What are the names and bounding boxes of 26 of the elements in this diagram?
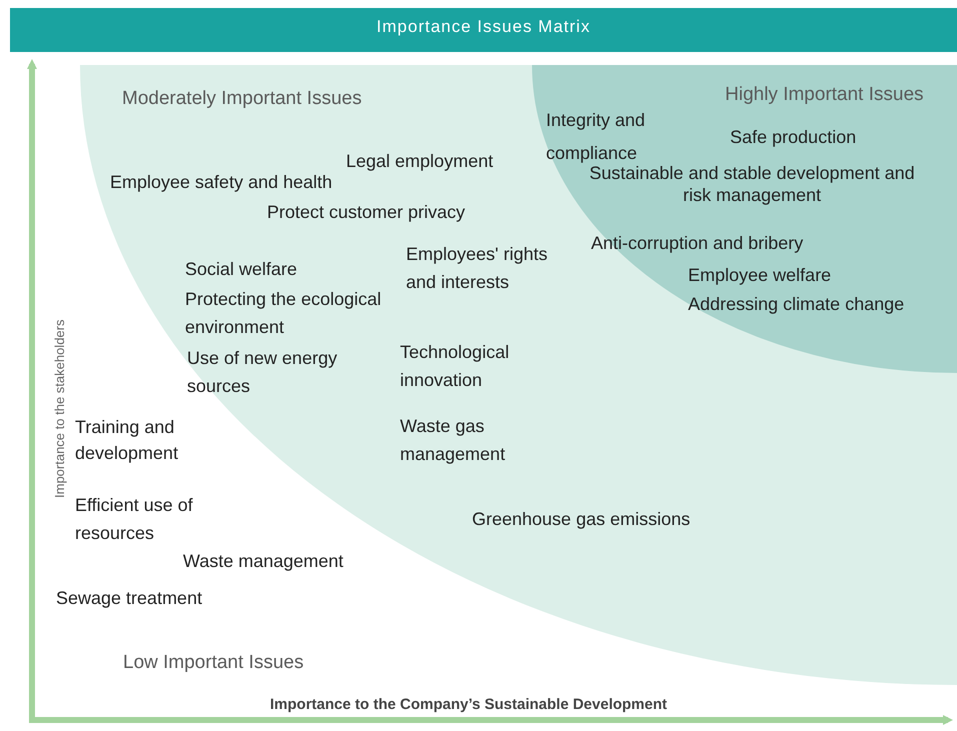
issue-label: Protect customer privacy xyxy=(267,201,466,224)
axis-title: Importance to the Company’s Sustainable Development xyxy=(270,695,668,715)
issue-label: Employee safety and health xyxy=(110,171,334,194)
issue-label: Waste gas management xyxy=(400,415,506,466)
issue-label: Sustainable and stable development and risk management xyxy=(588,163,916,206)
issue-label: Anti-corruption and bribery xyxy=(591,232,804,255)
issue-label: Training and development xyxy=(75,416,180,465)
zone-heading: Moderately Important Issues xyxy=(122,87,363,111)
issue-label: Use of new energy sources xyxy=(187,347,338,398)
zone-heading: Low Important Issues xyxy=(123,651,305,675)
zone-heading: Highly Important Issues xyxy=(725,83,925,107)
issue-label: Sewage treatment xyxy=(56,587,204,610)
issue-label: Safe production xyxy=(730,126,858,149)
issue-label: Employee welfare xyxy=(688,264,832,287)
issue-label: Greenhouse gas emissions xyxy=(472,508,692,531)
title-bar: Importance Issues Matrix xyxy=(10,8,957,52)
issue-label: Efficient use of resources xyxy=(75,494,194,545)
issue-label: Legal employment xyxy=(346,150,494,173)
issue-label: Employees' rights and interests xyxy=(406,243,548,294)
issue-label: Addressing climate change xyxy=(688,293,906,316)
issue-label: Technological innovation xyxy=(400,341,510,392)
issue-label: Integrity and compliance xyxy=(546,109,646,165)
issue-label: Waste management xyxy=(183,550,344,573)
axis-title: Importance to the stakeholders xyxy=(52,320,68,498)
issue-label: Protecting the ecological environment xyxy=(185,288,382,339)
issue-label: Social welfare xyxy=(185,258,298,281)
